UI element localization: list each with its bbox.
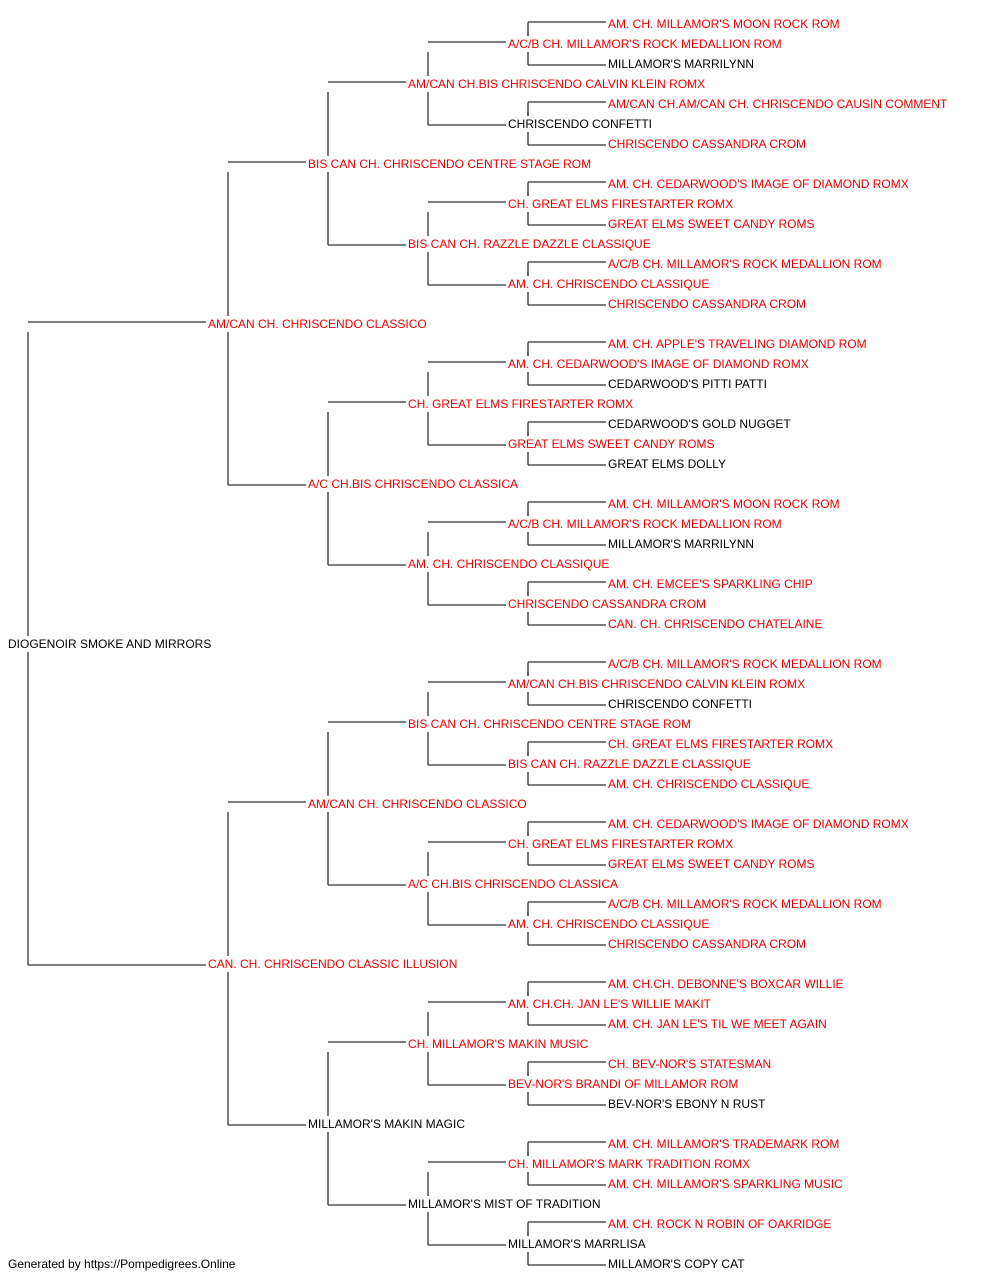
ancestor-name: A/C/B CH. MILLAMOR'S ROCK MEDALLION ROM xyxy=(608,897,882,911)
ancestor-name: CH. GREAT ELMS FIRESTARTER ROMX xyxy=(508,837,734,851)
ancestor-name: CH. GREAT ELMS FIRESTARTER ROMX xyxy=(608,737,834,751)
footer-credit: Generated by https://Pompedigrees.Online xyxy=(8,1257,236,1271)
ancestor-name: AM. CH. APPLE'S TRAVELING DIAMOND ROM xyxy=(608,337,867,351)
ancestor-name: A/C/B CH. MILLAMOR'S ROCK MEDALLION ROM xyxy=(608,657,882,671)
ancestor-name: CEDARWOOD'S PITTI PATTI xyxy=(608,377,767,391)
ancestor-name: GREAT ELMS DOLLY xyxy=(608,457,727,471)
ancestor-name: MILLAMOR'S MARRILYNN xyxy=(608,537,755,551)
ancestor-name: CHRISCENDO CASSANDRA CROM xyxy=(608,297,807,311)
ancestor-name: CH. GREAT ELMS FIRESTARTER ROMX xyxy=(408,397,634,411)
ancestor-name: BEV-NOR'S EBONY N RUST xyxy=(608,1097,766,1111)
ancestor-name: AM. CH.CH. JAN LE'S WILLIE MAKIT xyxy=(508,997,711,1011)
ancestor-name: AM. CH. CEDARWOOD'S IMAGE OF DIAMOND ROM… xyxy=(508,357,809,371)
ancestor-name: CAN. CH. CHRISCENDO CHATELAINE xyxy=(608,617,823,631)
ancestor-name: CH. MILLAMOR'S MARK TRADITION ROMX xyxy=(508,1157,751,1171)
ancestor-name: BIS CAN CH. RAZZLE DAZZLE CLASSIQUE xyxy=(408,237,651,251)
ancestor-name: AM. CH. ROCK N ROBIN OF OAKRIDGE xyxy=(608,1217,832,1231)
ancestor-name: AM. CH. JAN LE'S TIL WE MEET AGAIN xyxy=(608,1017,827,1031)
subject-dog-name: DIOGENOIR SMOKE AND MIRRORS xyxy=(8,637,212,651)
ancestor-name: A/C/B CH. MILLAMOR'S ROCK MEDALLION ROM xyxy=(608,257,882,271)
ancestor-name: AM/CAN CH. CHRISCENDO CLASSICO xyxy=(208,317,427,331)
ancestor-name: A/C/B CH. MILLAMOR'S ROCK MEDALLION ROM xyxy=(508,37,782,51)
ancestor-name: BEV-NOR'S BRANDI OF MILLAMOR ROM xyxy=(508,1077,739,1091)
ancestor-name: AM. CH. CHRISCENDO CLASSIQUE xyxy=(508,917,710,931)
ancestor-name: GREAT ELMS SWEET CANDY ROMS xyxy=(508,437,715,451)
ancestor-name: AM/CAN CH.BIS CHRISCENDO CALVIN KLEIN RO… xyxy=(408,77,706,91)
ancestor-name: MILLAMOR'S MARRLISA xyxy=(508,1237,646,1251)
ancestor-name: CH. BEV-NOR'S STATESMAN xyxy=(608,1057,772,1071)
ancestor-name: MILLAMOR'S MIST OF TRADITION xyxy=(408,1197,601,1211)
ancestor-name: GREAT ELMS SWEET CANDY ROMS xyxy=(608,857,815,871)
ancestor-name: A/C CH.BIS CHRISCENDO CLASSICA xyxy=(308,477,519,491)
ancestor-name: AM. CH. CHRISCENDO CLASSIQUE xyxy=(608,777,810,791)
ancestor-name: AM. CH. CEDARWOOD'S IMAGE OF DIAMOND ROM… xyxy=(608,817,909,831)
ancestor-name: AM. CH. MILLAMOR'S MOON ROCK ROM xyxy=(608,17,840,31)
ancestor-name: MILLAMOR'S MAKIN MAGIC xyxy=(308,1117,465,1131)
ancestor-name: AM. CH. CEDARWOOD'S IMAGE OF DIAMOND ROM… xyxy=(608,177,909,191)
ancestor-name: CAN. CH. CHRISCENDO CLASSIC ILLUSION xyxy=(208,957,458,971)
ancestor-name: AM/CAN CH.BIS CHRISCENDO CALVIN KLEIN RO… xyxy=(508,677,806,691)
ancestor-name: AM. CH. CHRISCENDO CLASSIQUE xyxy=(508,277,710,291)
ancestor-name: CHRISCENDO CONFETTI xyxy=(608,697,752,711)
ancestor-name: AM. CH. MILLAMOR'S TRADEMARK ROM xyxy=(608,1137,840,1151)
ancestor-name: CHRISCENDO CASSANDRA CROM xyxy=(608,137,807,151)
ancestor-name: A/C CH.BIS CHRISCENDO CLASSICA xyxy=(408,877,619,891)
ancestor-name: AM/CAN CH.AM/CAN CH. CHRISCENDO CAUSIN C… xyxy=(608,97,948,111)
ancestor-name: BIS CAN CH. CHRISCENDO CENTRE STAGE ROM xyxy=(308,157,592,171)
ancestor-name: AM. CH. MILLAMOR'S MOON ROCK ROM xyxy=(608,497,840,511)
ancestor-name: MILLAMOR'S MARRILYNN xyxy=(608,57,755,71)
ancestor-name: BIS CAN CH. RAZZLE DAZZLE CLASSIQUE xyxy=(508,757,751,771)
ancestor-name: AM/CAN CH. CHRISCENDO CLASSICO xyxy=(308,797,527,811)
ancestor-name: MILLAMOR'S COPY CAT xyxy=(608,1257,745,1271)
ancestor-name: CHRISCENDO CASSANDRA CROM xyxy=(608,937,807,951)
ancestor-name: CEDARWOOD'S GOLD NUGGET xyxy=(608,417,791,431)
ancestor-name: AM. CH. EMCEE'S SPARKLING CHIP xyxy=(608,577,813,591)
ancestor-name: CHRISCENDO CONFETTI xyxy=(508,117,652,131)
ancestor-name: CH. MILLAMOR'S MAKIN MUSIC xyxy=(408,1037,589,1051)
ancestor-name: BIS CAN CH. CHRISCENDO CENTRE STAGE ROM xyxy=(408,717,692,731)
ancestor-name: CH. GREAT ELMS FIRESTARTER ROMX xyxy=(508,197,734,211)
ancestor-name: CHRISCENDO CASSANDRA CROM xyxy=(508,597,707,611)
ancestor-name: AM. CH. CHRISCENDO CLASSIQUE xyxy=(408,557,610,571)
ancestor-name: AM. CH. MILLAMOR'S SPARKLING MUSIC xyxy=(608,1177,843,1191)
ancestor-name: A/C/B CH. MILLAMOR'S ROCK MEDALLION ROM xyxy=(508,517,782,531)
ancestor-name: AM. CH.CH. DEBONNE'S BOXCAR WILLIE xyxy=(608,977,844,991)
ancestor-name: GREAT ELMS SWEET CANDY ROMS xyxy=(608,217,815,231)
